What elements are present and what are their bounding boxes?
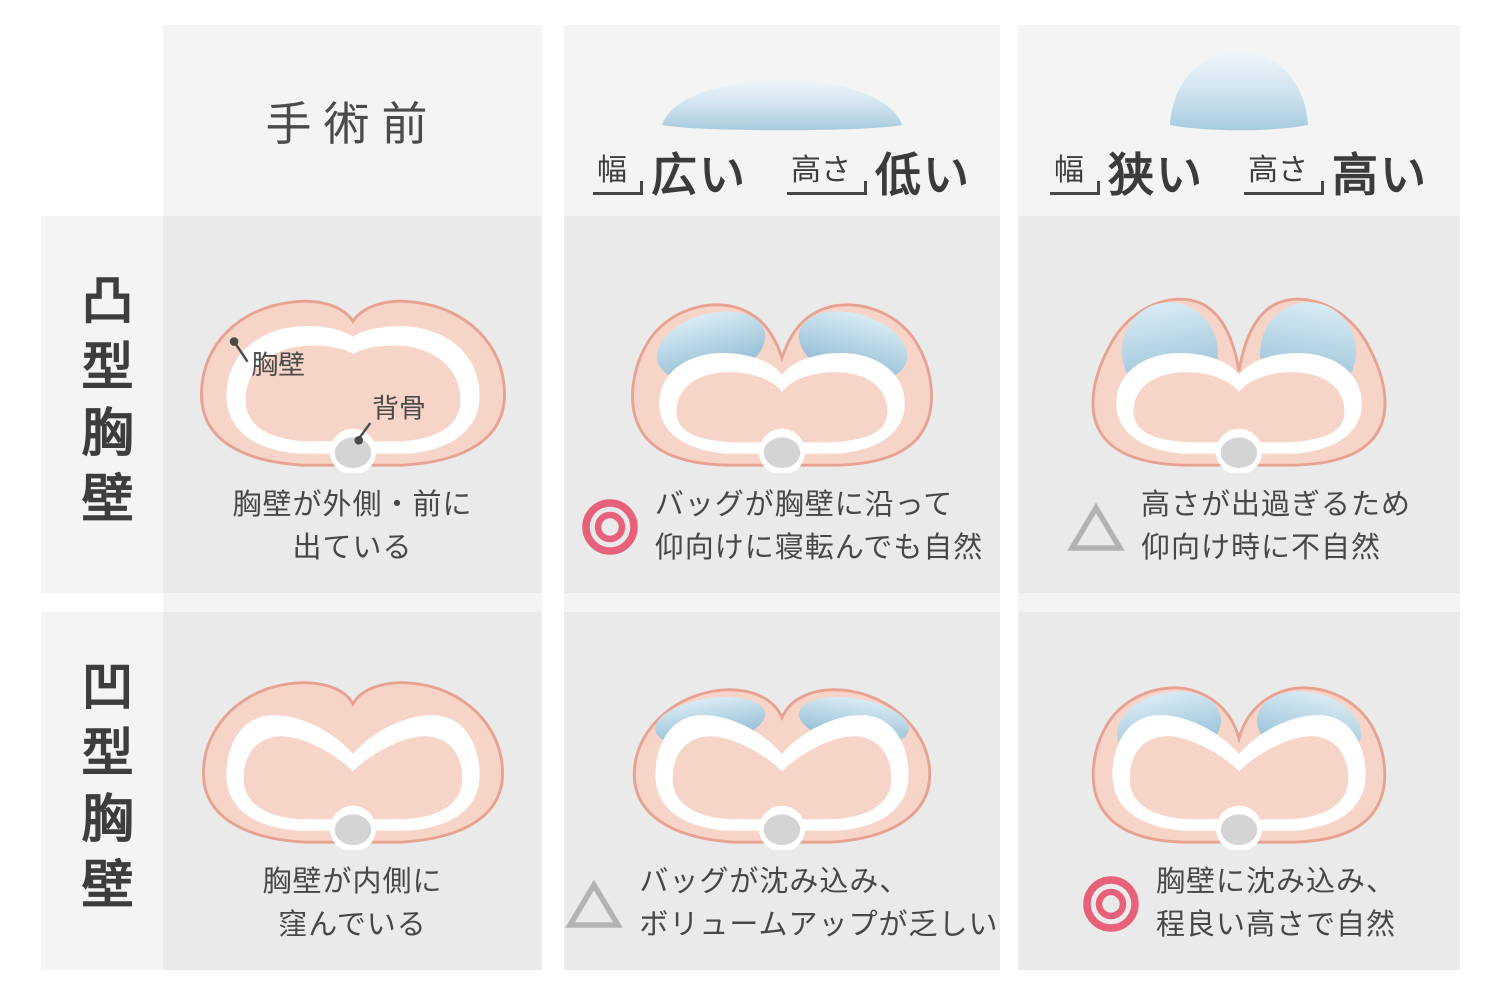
caption-line-2: 出ている <box>292 532 413 564</box>
caption-line-2: 仰向けに寝転んでも自然 <box>654 532 984 564</box>
spine-pointer-dot <box>353 435 363 445</box>
pre-op-title: 手術前 <box>265 97 440 150</box>
cell-convex-wide-implant: バッグが胸壁に沿って 仰向けに寝転んでも自然 <box>564 216 1000 593</box>
caption-line-2: 程良い高さで自然 <box>1155 909 1396 941</box>
concave-chest-pre-op-illustration <box>190 658 516 850</box>
row-label-concave-panel: 凹型胸壁 <box>41 612 163 970</box>
convex-chest-pre-op-illustration: 胸壁 背骨 <box>190 281 516 473</box>
narrow-high-implant-icon <box>1163 49 1315 138</box>
concave-chest-wide-implant-illustration <box>619 658 945 850</box>
cell-concave-wide-implant: バッグが沈み込み、 ボリュームアップが乏しい <box>564 612 1000 970</box>
cell-convex-pre-op: 胸壁 背骨 胸壁が外側・前に 出ている <box>163 216 542 593</box>
caption-concave-high: 胸壁に沈み込み、 程良い高さで自然 <box>1082 860 1396 948</box>
double-circle-icon <box>1082 875 1140 933</box>
caption-convex-high: 高さが出過ぎるため 仰向け時に不自然 <box>1067 483 1411 571</box>
chest-wall-label: 胸壁 <box>251 350 305 380</box>
triangle-icon <box>1067 501 1125 553</box>
width-value: 狭い <box>1108 149 1204 201</box>
caption-line-2: 仰向け時に不自然 <box>1140 532 1381 564</box>
spec-line-wide-low: 幅 広い 高さ 低い <box>593 152 971 198</box>
row-label-convex: 凸型胸壁 <box>73 272 131 537</box>
caption-concave-wide: バッグが沈み込み、 ボリュームアップが乏しい <box>565 860 998 948</box>
triangle-icon <box>565 878 624 930</box>
spine-label: 背骨 <box>372 393 426 423</box>
caption-line-1: 高さが出過ぎるため <box>1140 488 1411 521</box>
spec-line-narrow-high: 幅 狭い 高さ 高い <box>1050 152 1428 198</box>
header-pre-op: 手術前 <box>163 25 542 216</box>
caption-line-1: 胸壁が内側に <box>262 865 443 898</box>
convex-chest-high-implant-illustration <box>1076 281 1402 473</box>
caption-concave-pre-op: 胸壁が内側に 窪んでいる <box>262 860 442 948</box>
height-value: 低い <box>875 149 971 201</box>
convex-chest-wide-implant-illustration <box>619 281 945 473</box>
width-label: 幅 <box>1050 154 1100 195</box>
cell-concave-pre-op: 胸壁が内側に 窪んでいる <box>163 612 542 970</box>
caption-line-2: 窪んでいる <box>278 909 427 941</box>
caption-line-1: バッグが胸壁に沿って <box>654 488 954 521</box>
cell-convex-high-implant: 高さが出過ぎるため 仰向け時に不自然 <box>1018 216 1460 593</box>
height-label: 高さ <box>1244 154 1324 195</box>
width-value: 広い <box>651 149 747 201</box>
caption-line-1: 胸壁が外側・前に <box>232 488 473 521</box>
cell-concave-high-implant: 胸壁に沈み込み、 程良い高さで自然 <box>1018 612 1460 970</box>
caption-line-1: 胸壁に沈み込み、 <box>1155 865 1396 898</box>
caption-convex-pre-op: 胸壁が外側・前に 出ている <box>232 483 472 571</box>
row-label-convex-panel: 凸型胸壁 <box>41 216 163 593</box>
caption-line-1: バッグが沈み込み、 <box>639 865 910 898</box>
caption-convex-wide: バッグが胸壁に沿って 仰向けに寝転んでも自然 <box>581 483 984 571</box>
row-label-concave: 凹型胸壁 <box>73 659 131 923</box>
concave-chest-high-implant-illustration <box>1076 658 1402 850</box>
wide-low-implant-icon <box>656 75 908 138</box>
caption-line-2: ボリュームアップが乏しい <box>639 909 999 941</box>
height-value: 高い <box>1332 149 1428 201</box>
header-wide-low: 幅 広い 高さ 低い <box>564 25 1000 216</box>
width-label: 幅 <box>593 154 643 195</box>
header-narrow-high: 幅 狭い 高さ 高い <box>1018 25 1460 216</box>
double-circle-icon <box>581 498 639 556</box>
height-label: 高さ <box>787 154 867 195</box>
